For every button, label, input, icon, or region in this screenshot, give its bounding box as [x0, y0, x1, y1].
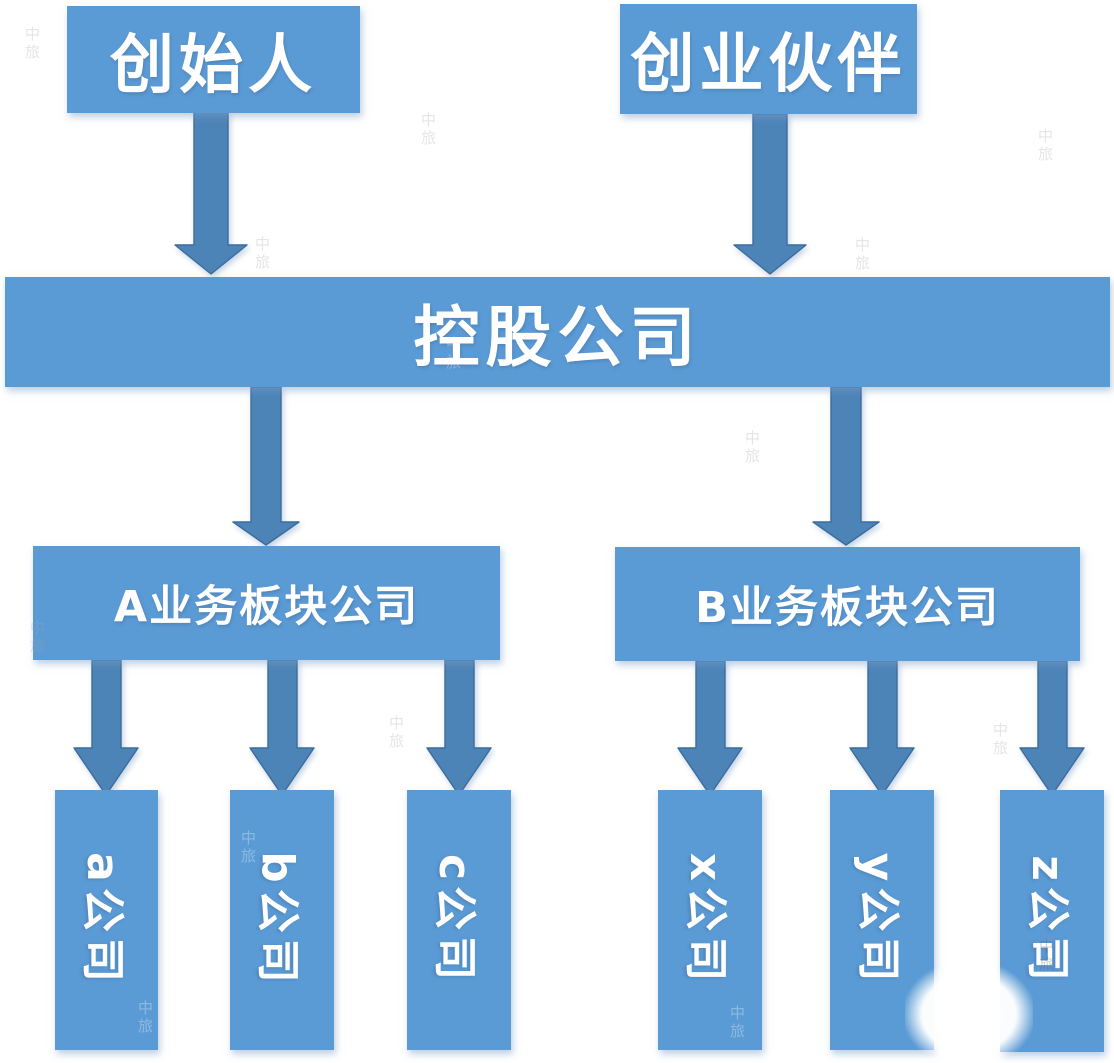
node-segment-b-label: B业务板块公司 [695, 583, 1000, 633]
node-company-c-label: c公司 [429, 853, 480, 987]
arrow-segment-a-to-company-b [249, 659, 315, 796]
arrow-segment-b-to-company-z [1019, 660, 1085, 796]
node-company-x-label: x公司 [680, 852, 732, 988]
node-company-z: z公司 [1000, 790, 1104, 1052]
node-partners-label: 创业伙伴 [630, 28, 907, 102]
arrow-holding-to-segment-a [232, 386, 300, 546]
node-partners: 创业伙伴 [620, 4, 917, 114]
arrow-segment-a-to-company-a [73, 659, 139, 796]
node-holding-label: 控股公司 [413, 299, 702, 376]
node-company-x: x公司 [658, 790, 762, 1050]
node-company-b-label: b公司 [252, 851, 303, 989]
node-company-y: y公司 [830, 790, 934, 1050]
node-founder: 创始人 [67, 6, 360, 113]
node-founder-label: 创始人 [110, 28, 317, 103]
node-company-a-label: a公司 [76, 852, 128, 988]
node-company-c: c公司 [407, 790, 511, 1050]
node-company-z-label: z公司 [1022, 855, 1074, 987]
node-holding: 控股公司 [5, 277, 1110, 387]
arrow-founder-to-holding [174, 111, 248, 275]
node-company-b: b公司 [230, 790, 334, 1050]
arrow-segment-a-to-company-c [426, 659, 492, 796]
node-segment-a-label: A业务板块公司 [113, 582, 420, 632]
node-segment-a: A业务板块公司 [33, 546, 500, 660]
arrow-holding-to-segment-b [812, 386, 880, 546]
arrow-segment-b-to-company-y [849, 660, 915, 796]
arrow-segment-b-to-company-x [677, 660, 743, 796]
node-company-a: a公司 [55, 790, 158, 1050]
node-segment-b: B业务板块公司 [615, 547, 1080, 661]
arrow-partners-to-holding [733, 113, 807, 275]
node-company-y-label: y公司 [852, 852, 903, 988]
